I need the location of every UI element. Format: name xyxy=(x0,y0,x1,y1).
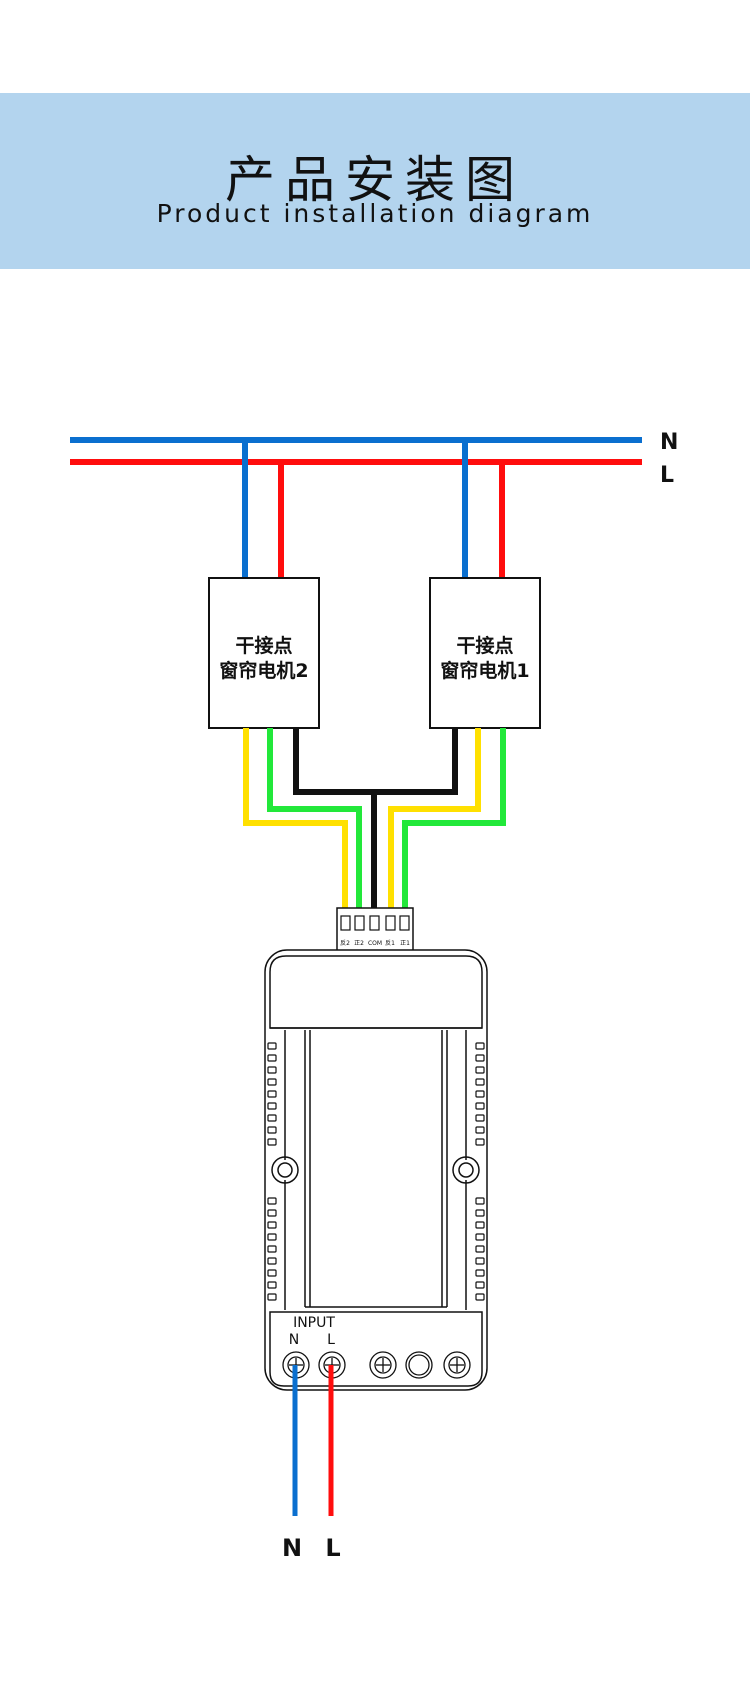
motor1-green-wire xyxy=(402,728,506,920)
terminal-label-fan1: 反1 xyxy=(385,939,395,947)
terminal-label-fan2: 反2 xyxy=(340,939,350,947)
supply-label-n: N xyxy=(282,1534,302,1562)
motor1-label-line2: 窗帘电机1 xyxy=(440,659,529,682)
page-title: 产品安装图 xyxy=(225,151,525,209)
motor2-box xyxy=(208,577,320,729)
controller-device xyxy=(264,949,488,1391)
motor1-com-wire xyxy=(374,728,458,795)
vent-slots-right xyxy=(475,1042,485,1301)
page-subtitle: Product installation diagram xyxy=(156,199,594,228)
header-banner xyxy=(0,93,750,269)
bus-label-l: L xyxy=(660,463,674,488)
terminal-label-zheng2: 正2 xyxy=(354,940,364,947)
motor1-yellow-wire xyxy=(388,728,481,920)
vent-slots-left xyxy=(267,1042,277,1301)
terminal-block: 反2 正2 COM 反1 正1 xyxy=(336,907,414,952)
motor2-label-line1: 干接点 xyxy=(235,635,292,657)
motor1-box xyxy=(429,577,541,729)
motor1-label-line1: 干接点 xyxy=(456,635,513,657)
bus-label-n: N xyxy=(660,430,678,455)
motor2-yellow-wire xyxy=(243,728,348,920)
supply-label-l: L xyxy=(325,1534,340,1562)
motor2-com-wire xyxy=(293,728,377,920)
input-l-label: L xyxy=(327,1332,335,1348)
motor2-green-wire xyxy=(267,728,362,920)
input-n-label: N xyxy=(289,1332,299,1348)
terminal-label-zheng1: 正1 xyxy=(400,940,410,947)
terminal-label-com: COM xyxy=(368,940,382,947)
motor2-label-line2: 窗帘电机2 xyxy=(219,659,308,682)
input-label: INPUT xyxy=(293,1315,335,1331)
